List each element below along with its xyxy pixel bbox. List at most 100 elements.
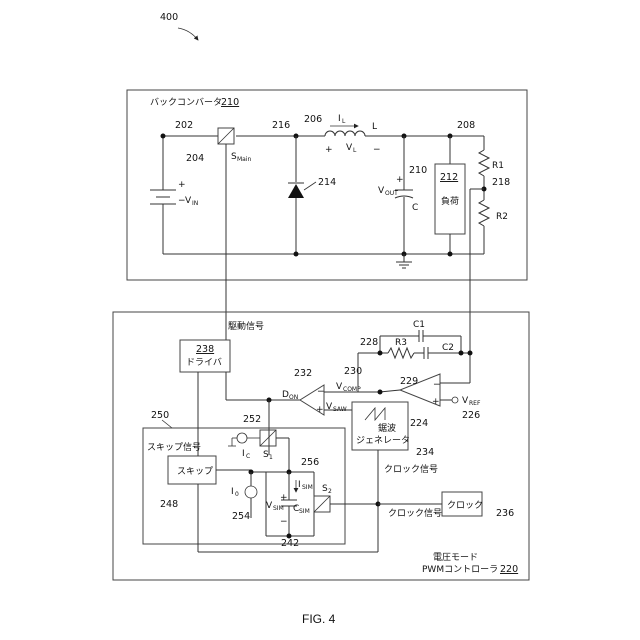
diode-icon xyxy=(288,184,304,198)
vl-plus: + xyxy=(325,145,333,155)
ref-229: 229 xyxy=(400,376,418,387)
node-comp-right-dot xyxy=(459,351,464,356)
controller-title-line1: 電圧モード xyxy=(433,552,478,563)
csim-plus: + xyxy=(280,493,288,503)
load-ref: 212 xyxy=(440,172,458,183)
controller-title-line2: PWMコントローラ xyxy=(422,564,498,575)
resistor-r1-icon xyxy=(479,150,489,176)
ground-icon xyxy=(396,262,412,268)
i0-label: I xyxy=(231,487,234,497)
leader-250 xyxy=(162,420,172,428)
ref-226: 226 xyxy=(462,410,480,421)
vout-label: V xyxy=(378,186,385,196)
vref-subscript: REF xyxy=(469,400,481,407)
node-feedback-dot xyxy=(468,351,473,356)
il-subscript: L xyxy=(342,118,346,125)
ref-218: 218 xyxy=(492,177,510,188)
cap-label: C xyxy=(412,203,418,213)
vout-subscript: OUT xyxy=(385,190,398,197)
comparator-plus: + xyxy=(316,405,324,415)
cap-plus: + xyxy=(396,175,404,185)
r2-label: R2 xyxy=(496,212,508,222)
ea-plus: + xyxy=(432,397,440,407)
don-label: D xyxy=(282,390,289,400)
ref-210: 210 xyxy=(409,165,427,176)
skip-logic-label: スキップ xyxy=(177,466,213,477)
main-switch-diagonal xyxy=(218,128,234,144)
il-label: I xyxy=(338,114,341,124)
clock-signal-label-lower: クロック信号 xyxy=(388,507,442,519)
c1-label: C1 xyxy=(413,320,425,330)
vref-label: V xyxy=(462,396,469,406)
wire-ea-out xyxy=(380,390,400,392)
ic-label: I xyxy=(242,449,245,459)
comparator-minus: − xyxy=(317,387,325,397)
driver-label: ドライバ xyxy=(186,357,222,368)
ref-252: 252 xyxy=(243,414,261,425)
clock-label: クロック xyxy=(447,500,483,511)
i0-current-source-icon xyxy=(245,486,257,498)
ref-230: 230 xyxy=(344,366,362,377)
s1-subscript: 1 xyxy=(269,454,273,461)
inductor-icon xyxy=(325,131,365,136)
c2-label: C2 xyxy=(442,343,454,353)
csim-subscript: SIM xyxy=(299,508,310,515)
vin-subscript: IN xyxy=(192,200,198,207)
driver-ref: 238 xyxy=(196,344,214,355)
smain-subscript: Main xyxy=(237,156,252,163)
leader-214 xyxy=(304,182,316,190)
ref-206: 206 xyxy=(304,114,322,125)
vl-minus: − xyxy=(373,145,381,155)
node-diode-bottom-dot xyxy=(294,252,299,257)
vl-label: V xyxy=(346,143,353,153)
buck-converter-title: バックコンバータ xyxy=(150,97,222,108)
s2-switch-diagonal xyxy=(314,496,330,512)
ref-214: 214 xyxy=(318,177,336,188)
vin-label: V xyxy=(185,196,192,206)
isim-label: I xyxy=(298,480,301,490)
ref-254: 254 xyxy=(232,511,250,522)
vsim-label: V xyxy=(266,501,273,511)
ref-232: 232 xyxy=(294,368,312,379)
ref-228: 228 xyxy=(360,337,378,348)
inductor-label: L xyxy=(372,122,377,132)
vref-source-icon xyxy=(452,397,458,403)
vsaw-label: V xyxy=(326,402,333,412)
s2-subscript: 2 xyxy=(328,488,332,495)
drive-signal-label: 駆動信号 xyxy=(228,320,264,332)
ref-216: 216 xyxy=(272,120,290,131)
isim-subscript: SIM xyxy=(302,484,313,491)
node-comp-left-dot xyxy=(378,351,383,356)
clock-signal-label-upper: クロック信号 xyxy=(384,463,438,475)
figure-number: 400 xyxy=(160,12,178,23)
ref-234: 234 xyxy=(416,447,434,458)
ic-subscript: C xyxy=(246,453,250,460)
ref-204: 204 xyxy=(186,153,204,164)
vl-subscript: L xyxy=(353,147,357,154)
load-label: 負荷 xyxy=(441,195,459,207)
figure-pointer-arrow xyxy=(178,28,198,40)
controller-ref: 220 xyxy=(500,564,518,575)
node-202-dot xyxy=(161,134,166,139)
sawtooth-label-line2: ジェネレータ xyxy=(356,435,410,446)
sawtooth-waveform-icon xyxy=(365,408,385,420)
don-subscript: ON xyxy=(289,394,298,401)
ref-250: 250 xyxy=(151,410,169,421)
ea-minus: − xyxy=(433,380,441,390)
vcomp-label: V xyxy=(336,382,343,392)
csim-minus: − xyxy=(280,517,288,527)
buck-converter-ref: 210 xyxy=(221,97,239,108)
ref-236: 236 xyxy=(496,508,514,519)
sawtooth-label-line1: 鋸波 xyxy=(378,422,396,434)
ic-current-source-icon xyxy=(237,433,247,443)
ref-202: 202 xyxy=(175,120,193,131)
vsaw-subscript: SAW xyxy=(333,406,347,413)
s1-switch-diagonal xyxy=(260,430,276,446)
i0-subscript: 0 xyxy=(235,491,239,498)
resistor-r2-icon xyxy=(479,200,489,226)
battery-plus-sign: + xyxy=(178,180,186,190)
ref-242: 242 xyxy=(281,538,299,549)
r3-label: R3 xyxy=(395,338,407,348)
ref-208: 208 xyxy=(457,120,475,131)
